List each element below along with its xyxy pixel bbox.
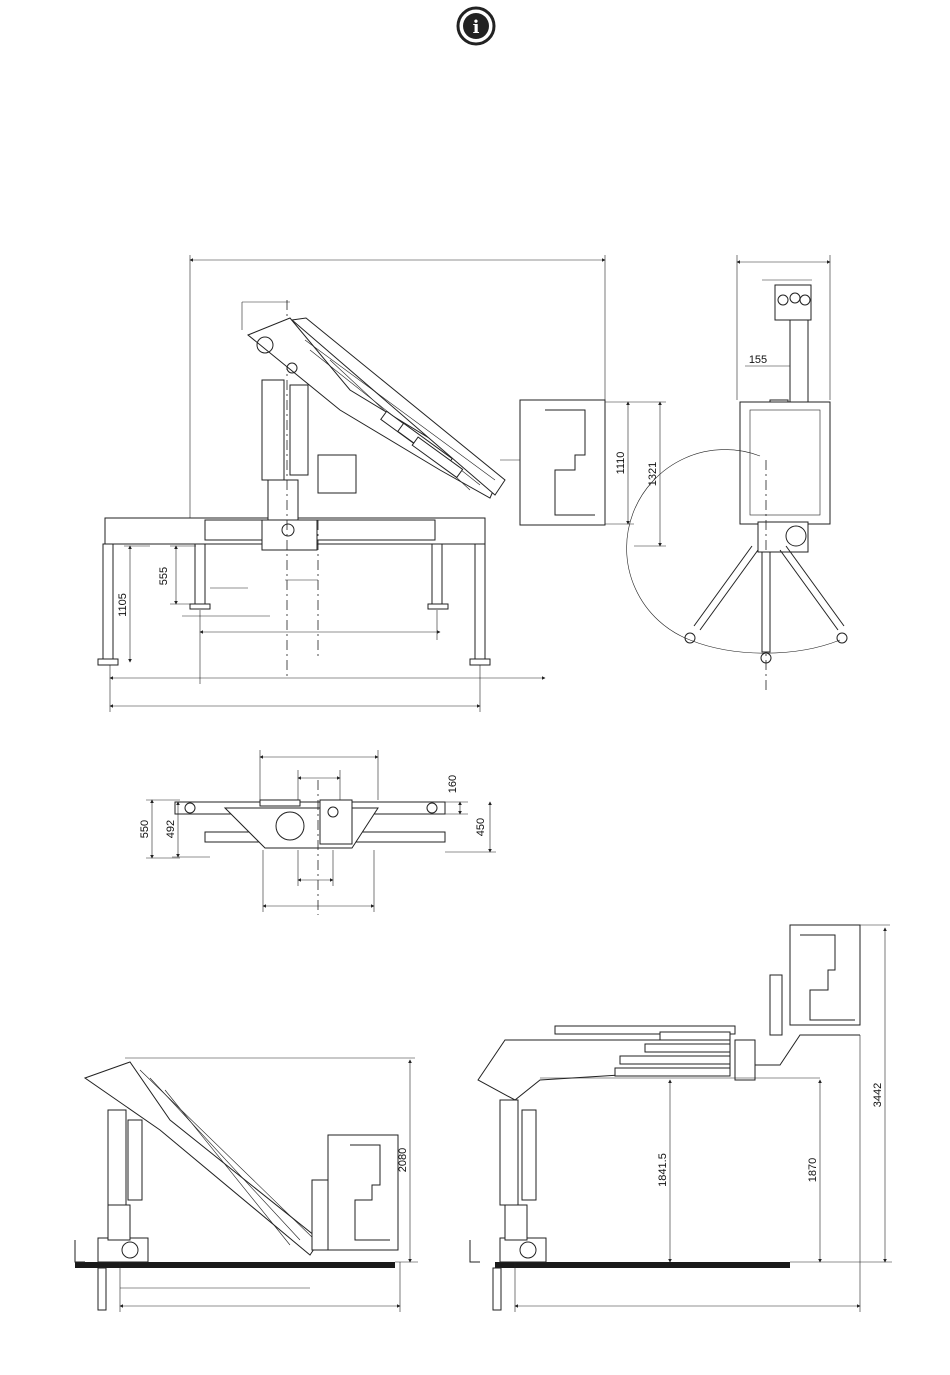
- column: [268, 480, 298, 520]
- dim-work-right-a: 1841.5: [657, 1153, 669, 1187]
- ground-right: [495, 1262, 790, 1268]
- bucket: [520, 400, 605, 525]
- dim-outrigger: 555: [158, 567, 170, 585]
- side-view: 1110 1321 555 1105: [98, 255, 666, 712]
- ground-left: [75, 1262, 395, 1268]
- top-view: 160 450 492 550: [139, 750, 496, 915]
- leg-outer-left: [103, 544, 113, 659]
- dim-work-left-height: 2080: [397, 1148, 409, 1172]
- rear-view: 155: [627, 255, 847, 690]
- work-left-base: [98, 1238, 148, 1262]
- dim-550: 550: [139, 820, 151, 838]
- slewing-cylinder: [262, 380, 284, 480]
- control-box: [318, 455, 356, 493]
- info-icon: i: [458, 8, 494, 44]
- work-right-base: [500, 1238, 546, 1262]
- dim-leg: 1105: [117, 593, 129, 617]
- dim-492: 492: [165, 820, 177, 838]
- info-icon-glyph: i: [473, 17, 480, 38]
- dim-160: 160: [447, 775, 459, 793]
- dim-offset: 155: [749, 354, 767, 366]
- leg-outer-right: [475, 544, 485, 659]
- work-view-left: 2080: [75, 1058, 418, 1312]
- rear-base: [758, 522, 808, 552]
- dim-height-1: 1110: [615, 452, 627, 475]
- dim-work-right-b: 1870: [807, 1158, 819, 1182]
- dim-work-right-total: 3442: [872, 1083, 884, 1107]
- rear-bucket: [740, 402, 830, 524]
- work-left-bucket: [328, 1135, 398, 1250]
- work-right-bucket: [790, 925, 860, 1025]
- leg-inner-right: [432, 544, 442, 604]
- leg-inner-left: [195, 544, 205, 604]
- work-view-right: 1841.5 1870 3442: [470, 925, 892, 1312]
- dim-450: 450: [475, 818, 487, 836]
- dim-height-2: 1321: [647, 462, 659, 486]
